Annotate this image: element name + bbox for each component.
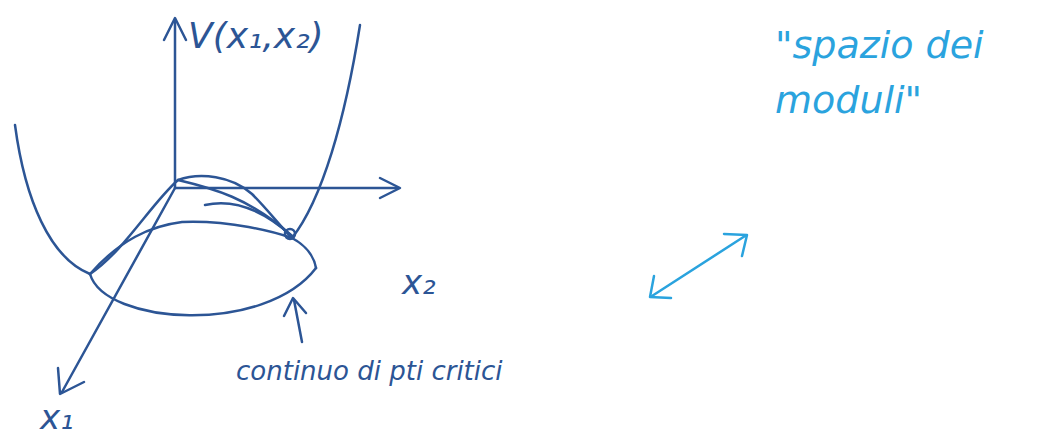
axis-label: x₂ [402, 262, 436, 303]
critical-ring [90, 222, 316, 274]
arrow-head [380, 178, 400, 198]
double-arrow [652, 236, 745, 296]
bump-surface [178, 180, 292, 236]
v-axis [174, 20, 177, 188]
annotation: continuo di pti critici [236, 356, 503, 387]
function-label: V(x₁,x₂) [188, 14, 324, 57]
note: "spazio dei moduli" [775, 18, 1025, 128]
arrow-head [650, 276, 671, 298]
potential-curve [292, 25, 360, 238]
critical-point [285, 229, 295, 239]
arrow-head [164, 18, 186, 40]
critical-ring [90, 268, 316, 315]
bump-surface [90, 176, 292, 274]
x1-axis [62, 188, 175, 392]
arrow-head [58, 368, 84, 394]
bump-surface [205, 203, 292, 236]
axis-label: x₁ [40, 397, 74, 438]
arrow-head [724, 234, 747, 256]
potential-curve [15, 125, 90, 274]
arrow-head [284, 298, 306, 316]
